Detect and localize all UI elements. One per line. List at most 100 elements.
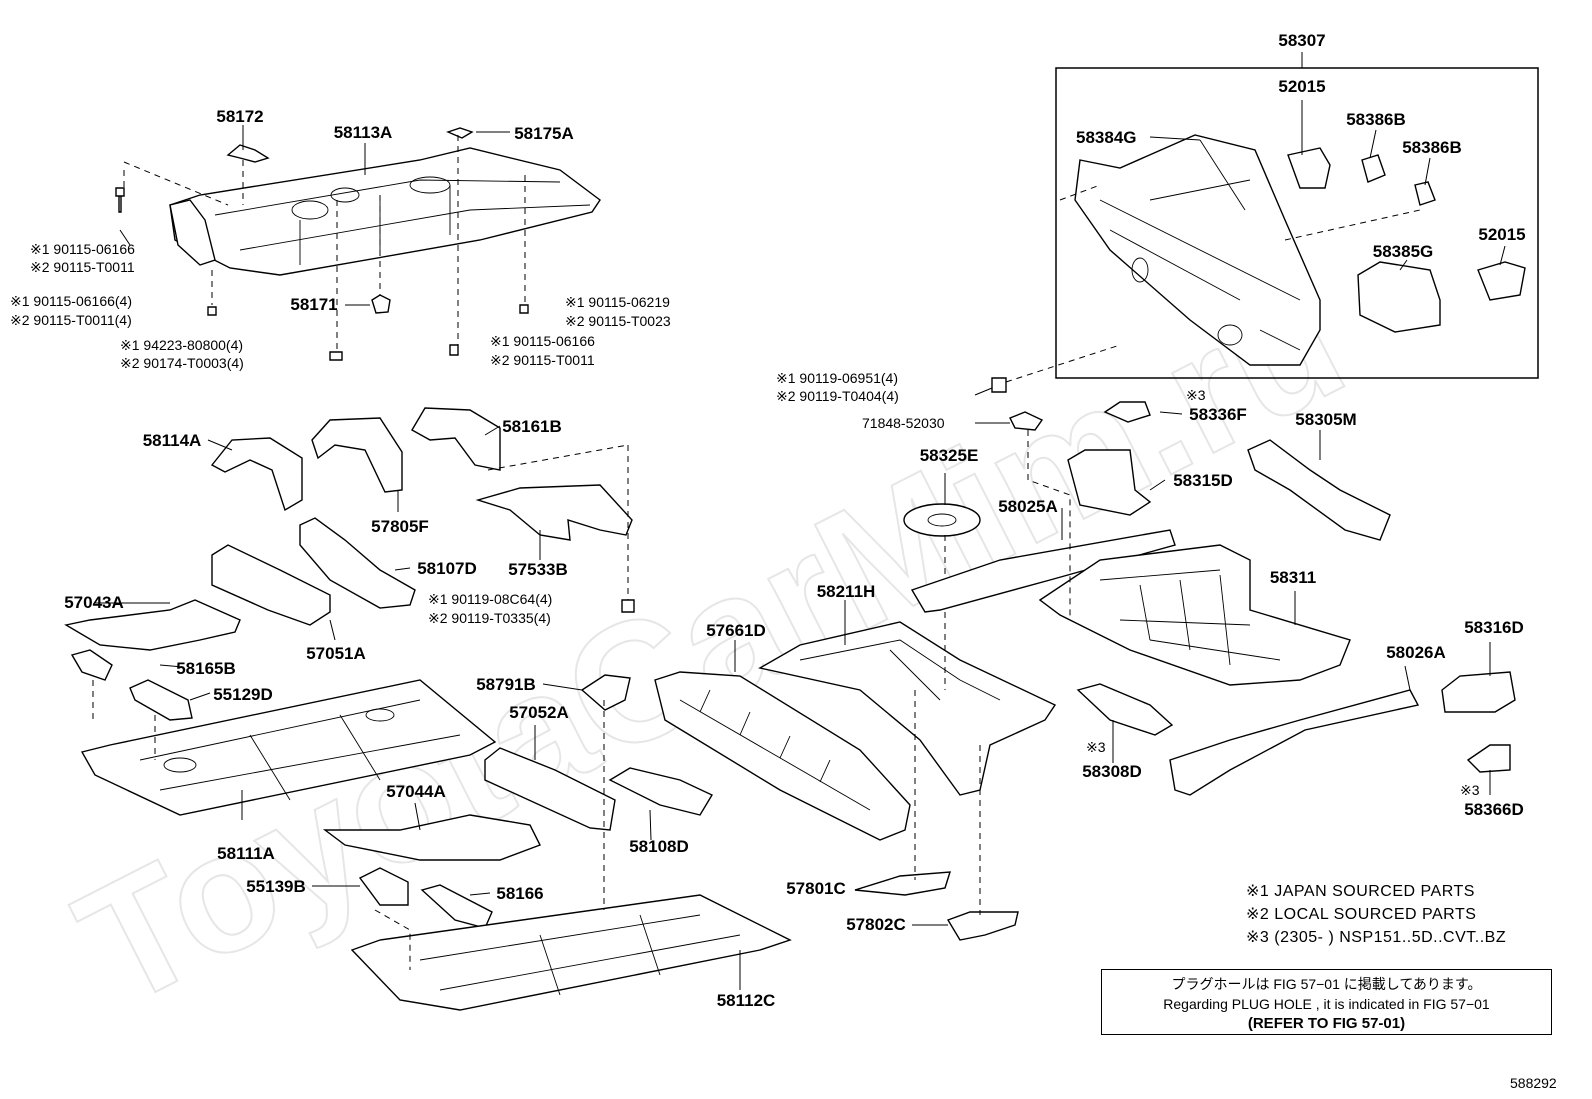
label-58336F[interactable]: 58336F bbox=[1189, 405, 1247, 424]
label-57805F[interactable]: 57805F bbox=[371, 517, 429, 536]
part-57044A-drawing bbox=[322, 814, 541, 861]
sourcing-notes: ※1 JAPAN SOURCED PARTS ※2 LOCAL SOURCED … bbox=[1246, 880, 1566, 949]
reference-box: プラグホールは FIG 57−01 に掲載してあります。 Regarding P… bbox=[1101, 969, 1552, 1035]
part-58114A-drawing bbox=[210, 437, 303, 512]
marker-3-58308D: ※3 bbox=[1086, 739, 1106, 755]
label-57044A[interactable]: 57044A bbox=[386, 782, 446, 801]
label-58165B[interactable]: 58165B bbox=[176, 659, 236, 678]
label-57052A[interactable]: 57052A bbox=[509, 703, 569, 722]
part-55139B-drawing bbox=[358, 867, 409, 906]
label-58385G[interactable]: 58385G bbox=[1373, 242, 1434, 261]
label-58108D[interactable]: 58108D bbox=[629, 837, 689, 856]
part-57661D-drawing bbox=[654, 671, 911, 841]
part-58305M-drawing bbox=[1247, 439, 1391, 541]
label-58114A[interactable]: 58114A bbox=[143, 431, 202, 450]
part-58113A-drawing bbox=[169, 147, 601, 276]
part-58308D-drawing bbox=[1076, 683, 1174, 736]
label-58113A[interactable]: 58113A bbox=[334, 123, 393, 142]
fastener-label-f8: 71848-52030 bbox=[862, 415, 945, 431]
label-58172[interactable]: 58172 bbox=[216, 107, 263, 126]
part-58107D-drawing bbox=[299, 517, 416, 609]
part-58172-drawing bbox=[226, 144, 270, 163]
label-58384G[interactable]: 58384G bbox=[1076, 128, 1137, 147]
label-58311[interactable]: 58311 bbox=[1270, 568, 1316, 587]
fastener-label-f4b: ※2 90115-T0023 bbox=[565, 313, 671, 329]
fastener-label-f1a: ※1 90115-06166 bbox=[30, 241, 135, 257]
label-58386B-left[interactable]: 58386B bbox=[1346, 110, 1406, 129]
part-58211H-drawing bbox=[758, 621, 1057, 796]
label-57043A[interactable]: 57043A bbox=[64, 593, 124, 612]
label-58308D[interactable]: 58308D bbox=[1082, 762, 1142, 781]
label-57801C[interactable]: 57801C bbox=[786, 879, 846, 898]
fastener-label-f6b: ※2 90119-T0335(4) bbox=[428, 610, 551, 626]
label-58161B[interactable]: 58161B bbox=[502, 417, 562, 436]
clip-71848-icon bbox=[1009, 411, 1044, 431]
assembly-58307-box bbox=[1055, 52, 1539, 379]
label-52015-upper[interactable]: 52015 bbox=[1278, 77, 1325, 96]
part-58166-drawing bbox=[420, 884, 493, 929]
reference-refer-link[interactable]: (REFER TO FIG 57-01) bbox=[1247, 1015, 1406, 1032]
part-57051A-drawing bbox=[211, 544, 331, 626]
part-58108D-drawing bbox=[608, 767, 713, 816]
label-58305M[interactable]: 58305M bbox=[1295, 410, 1356, 429]
note-applicability: ※3 (2305- ) NSP151..5D..CVT..BZ bbox=[1246, 929, 1507, 946]
label-57661D[interactable]: 57661D bbox=[706, 621, 766, 640]
label-58316D[interactable]: 58316D bbox=[1464, 618, 1524, 637]
bolt-57533B-icon bbox=[621, 599, 635, 613]
fastener-label-f2b: ※2 90115-T0011(4) bbox=[10, 312, 132, 328]
reference-japanese: プラグホールは FIG 57−01 に掲載してあります。 bbox=[1171, 976, 1482, 992]
part-52015-lower-drawing bbox=[1477, 261, 1526, 301]
part-58385G-drawing bbox=[1357, 261, 1441, 333]
label-57051A[interactable]: 57051A bbox=[306, 644, 366, 663]
label-55129D[interactable]: 55129D bbox=[213, 685, 273, 704]
leaders-58307 bbox=[1149, 100, 1506, 271]
fastener-label-f1b: ※2 90115-T0011 bbox=[30, 259, 135, 275]
part-58315D-drawing bbox=[1067, 449, 1152, 516]
label-57533B[interactable]: 57533B bbox=[508, 560, 568, 579]
label-58366D[interactable]: 58366D bbox=[1464, 800, 1524, 819]
label-58107D[interactable]: 58107D bbox=[417, 559, 477, 578]
part-58111A-drawing bbox=[80, 679, 497, 816]
label-58171[interactable]: 58171 bbox=[290, 295, 337, 314]
fastener-label-f4a: ※1 90115-06219 bbox=[565, 294, 670, 310]
label-57802C[interactable]: 57802C bbox=[846, 915, 906, 934]
part-57802C-drawing bbox=[946, 911, 1019, 941]
label-52015-lower[interactable]: 52015 bbox=[1478, 225, 1525, 244]
dashed-guides-mid-left bbox=[92, 444, 629, 760]
label-58175A[interactable]: 58175A bbox=[514, 124, 574, 143]
marker-3-58336F: ※3 bbox=[1186, 387, 1206, 403]
bolt-icons-top-left bbox=[115, 187, 529, 361]
label-55139B[interactable]: 55139B bbox=[246, 877, 306, 896]
leaders-right bbox=[974, 387, 1491, 795]
note-local-sourced: ※2 LOCAL SOURCED PARTS bbox=[1246, 906, 1477, 923]
dashed-guides-right bbox=[1005, 344, 1121, 620]
label-58111A[interactable]: 58111A bbox=[217, 844, 275, 863]
label-58315D[interactable]: 58315D bbox=[1173, 471, 1233, 490]
dashed-guides-center bbox=[914, 535, 981, 915]
part-58112C-drawing bbox=[350, 894, 792, 1011]
label-58386B-right[interactable]: 58386B bbox=[1402, 138, 1462, 157]
label-58307[interactable]: 58307 bbox=[1278, 31, 1325, 50]
part-58386B-left-drawing bbox=[1361, 154, 1386, 183]
part-58165B-drawing bbox=[70, 649, 113, 681]
fastener-label-f2a: ※1 90115-06166(4) bbox=[10, 293, 132, 309]
part-58026A-drawing bbox=[1169, 689, 1420, 796]
part-58311-drawing bbox=[1038, 544, 1351, 686]
label-58112C[interactable]: 58112C bbox=[717, 991, 776, 1010]
part-57043A-drawing bbox=[64, 599, 241, 651]
label-58211H[interactable]: 58211H bbox=[817, 582, 876, 601]
fastener-label-f6a: ※1 90119-08C64(4) bbox=[428, 591, 552, 607]
reference-english: Regarding PLUG HOLE , it is indicated in… bbox=[1163, 996, 1490, 1012]
fastener-label-f3b: ※2 90174-T0003(4) bbox=[120, 355, 244, 371]
label-58026A[interactable]: 58026A bbox=[1386, 643, 1446, 662]
part-58316D-drawing bbox=[1441, 671, 1516, 713]
part-58791B-drawing bbox=[580, 674, 631, 711]
label-58166[interactable]: 58166 bbox=[496, 884, 543, 903]
label-58791B[interactable]: 58791B bbox=[476, 675, 536, 694]
part-57052A-drawing bbox=[484, 747, 616, 831]
label-58325E[interactable]: 58325E bbox=[920, 446, 979, 465]
label-58025A[interactable]: 58025A bbox=[998, 497, 1058, 516]
part-57533B-drawing bbox=[475, 484, 633, 541]
part-57801C-drawing bbox=[854, 871, 951, 896]
fastener-label-f7b: ※2 90119-T0404(4) bbox=[776, 388, 899, 404]
